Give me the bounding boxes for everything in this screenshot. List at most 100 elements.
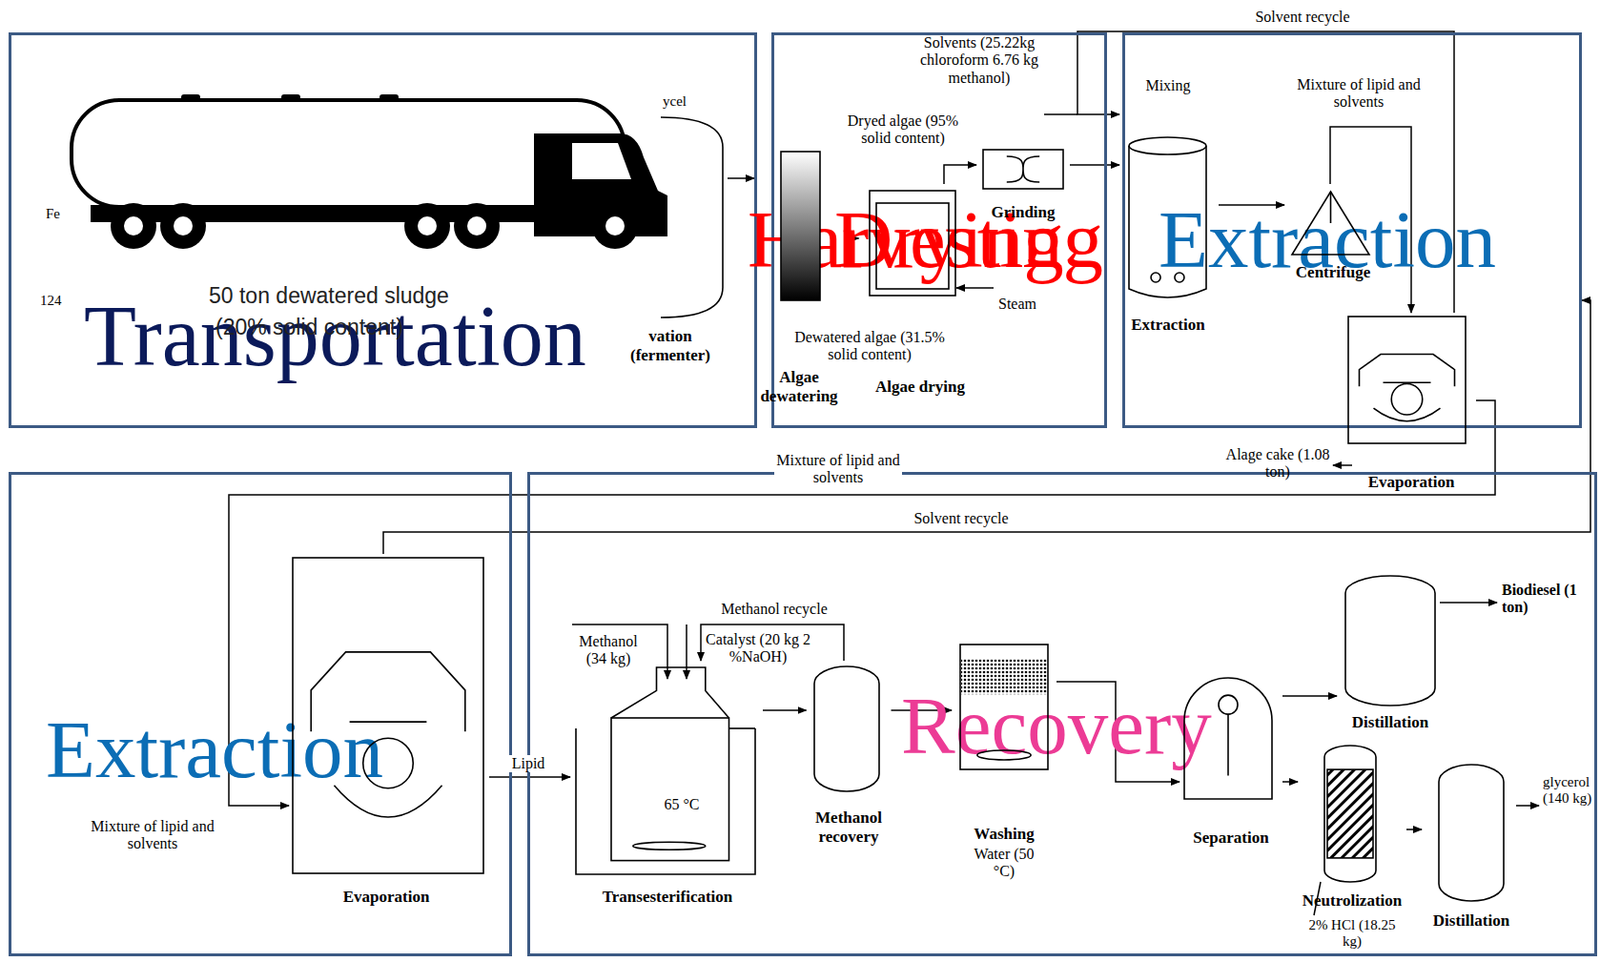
tanker-truck (71, 94, 668, 249)
flow-note: 50 ton dewatered sludge (208, 283, 450, 308)
flow-note: Mixture of lipid and solvents (85, 818, 220, 854)
truck-wheels (110, 203, 638, 249)
unit-symbol (868, 189, 957, 297)
flow-note: Catalyst (20 kg 2 %NaOH) (704, 631, 812, 667)
tank-hatch (181, 94, 201, 103)
flow-arrow (228, 400, 1496, 806)
unit-outline (1150, 272, 1161, 283)
unit-symbol (982, 148, 1065, 190)
flow-label: Solvent recycle (897, 510, 1026, 528)
cab-window (572, 143, 632, 180)
unit-symbol (291, 556, 485, 875)
process-unit: Evaporation (1342, 312, 1477, 499)
unit-outline (1292, 191, 1370, 255)
unit-symbol (1290, 189, 1372, 257)
unit-outline (633, 841, 706, 850)
unit-label: Grinding (978, 203, 1068, 223)
flow-arrow (1069, 164, 1120, 166)
flow-note: 2% HCl (18.25 kg) (1304, 917, 1400, 951)
unit-outline (1438, 764, 1504, 902)
process-unit: 65 °CTransesterification (570, 660, 763, 911)
tank-hatch (379, 94, 399, 103)
glycerol-arrow (1516, 804, 1539, 807)
steam-arrow (956, 287, 994, 289)
unit-symbol (660, 117, 723, 318)
flow-note: Biodiesel (1 ton) (1501, 581, 1593, 617)
unit-label: Algae dewatering (756, 368, 842, 406)
unit-label: Transesterification (574, 887, 761, 907)
unit-label: Methanol recovery (808, 808, 890, 846)
unit-symbol (1347, 315, 1467, 445)
flow-note: Alage cake (1.08 ton) (1225, 446, 1331, 482)
unit-outline (1006, 156, 1040, 183)
unit-outline (1128, 137, 1207, 155)
stage-region: Recovery65 °CTransesterificationMethanol… (527, 471, 1598, 957)
process-unit: Methanol recovery (806, 660, 892, 852)
process-unit: Distillation (1336, 573, 1444, 736)
flow-note: ycel (662, 93, 687, 110)
unit-label: Evaporation (290, 887, 482, 907)
unit-outline (1218, 695, 1238, 715)
process-unit: Evaporation (288, 553, 490, 912)
unit-outline (960, 644, 1048, 770)
unit-symbol (779, 150, 821, 302)
process-unit: vation (fermenter) (594, 98, 728, 385)
process-unit: Separation (1179, 675, 1283, 852)
cake-arrow (1333, 464, 1353, 467)
flow-note: 124 (40, 292, 62, 309)
unit-symbol (813, 665, 881, 793)
process-unit: Distillation (1421, 760, 1521, 935)
process-unit: Grinding (976, 145, 1070, 228)
unit-outline (1391, 384, 1423, 416)
unit-outline (363, 738, 414, 789)
unit-outline (611, 667, 730, 718)
stage-label: Extraction (45, 709, 384, 791)
flow-note: glycerol (140 kg) (1542, 774, 1599, 808)
unit-outline (1324, 745, 1376, 883)
unit-outline (983, 149, 1064, 189)
process-unit: Centrifuge (1284, 184, 1382, 285)
flow-label: Mixture of lipid and solvents (1294, 76, 1423, 112)
flow-arrow (943, 164, 977, 185)
stage-region: ExtractionEvaporation (8, 471, 513, 957)
unit-outline (349, 720, 428, 723)
unit-label: Extraction (1121, 315, 1215, 335)
unit-symbol (574, 665, 757, 876)
unit-outline (1374, 408, 1441, 422)
unit-label: Distillation (1423, 911, 1519, 931)
unit-outline (1345, 575, 1436, 706)
flow-note: Methanol (34 kg) (570, 633, 647, 669)
stage-region: Transportationvation (fermenter) (8, 32, 758, 429)
unit-outline (1227, 714, 1230, 776)
process-unit: MixingExtraction (1119, 74, 1219, 342)
unit-label: Water (50 °C) (970, 845, 1038, 882)
unit-outline (1184, 677, 1272, 800)
unit-label: Mixing (1122, 77, 1214, 95)
flow-label: Mixture of lipid and solvents (774, 451, 903, 488)
unit-outline (780, 151, 821, 301)
unit-outline (333, 785, 442, 818)
flow-note: Fe (45, 205, 61, 223)
unit-symbol (1183, 677, 1273, 800)
unit-outline (1348, 316, 1466, 444)
flow-arrow (727, 177, 755, 180)
unit-outline (869, 190, 956, 296)
feed-arrows (572, 114, 1539, 916)
unit-outline (729, 727, 757, 730)
unit-label: Separation (1181, 828, 1281, 848)
process-unit: WashingWater (50 °C) (951, 639, 1057, 890)
unit-symbol (1323, 744, 1377, 883)
flow-arrow (1406, 828, 1422, 831)
unit-symbol (1128, 136, 1208, 299)
flow-arrow (1282, 695, 1337, 698)
flow-note: Dewatered algae (31.5% solid content) (779, 328, 961, 365)
process-unit: Neutrolization (1297, 741, 1407, 916)
biodiesel-arrow (1439, 601, 1498, 604)
unit-outline (1359, 354, 1456, 388)
stage-region: HarvestingDryingAlgae dewateringAlgae dr… (771, 32, 1108, 429)
unit-outline (1174, 272, 1185, 283)
unit-label: Centrifuge (1286, 263, 1380, 283)
flow-label: Lipid (505, 755, 552, 773)
wheel-hubs (123, 216, 625, 236)
